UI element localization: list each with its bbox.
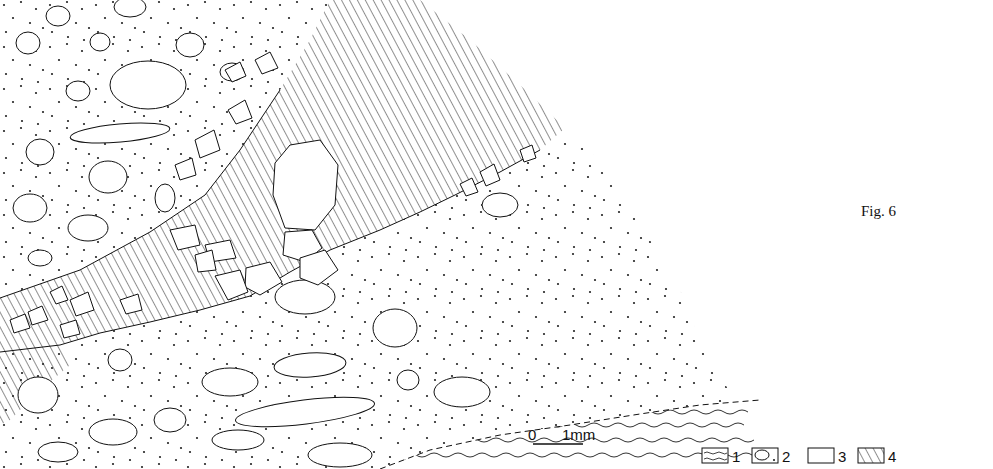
legend-number: 3 (838, 449, 846, 464)
figure-number: Fig. 6 (861, 204, 896, 219)
scale-bar (533, 443, 583, 445)
legend-number: 2 (782, 449, 790, 464)
scale-length: 1mm (562, 427, 595, 442)
scale-zero: 0 (528, 427, 536, 442)
legend-number: 1 (732, 449, 740, 464)
legend-swatches (702, 448, 884, 463)
legend-number: 4 (888, 449, 896, 464)
